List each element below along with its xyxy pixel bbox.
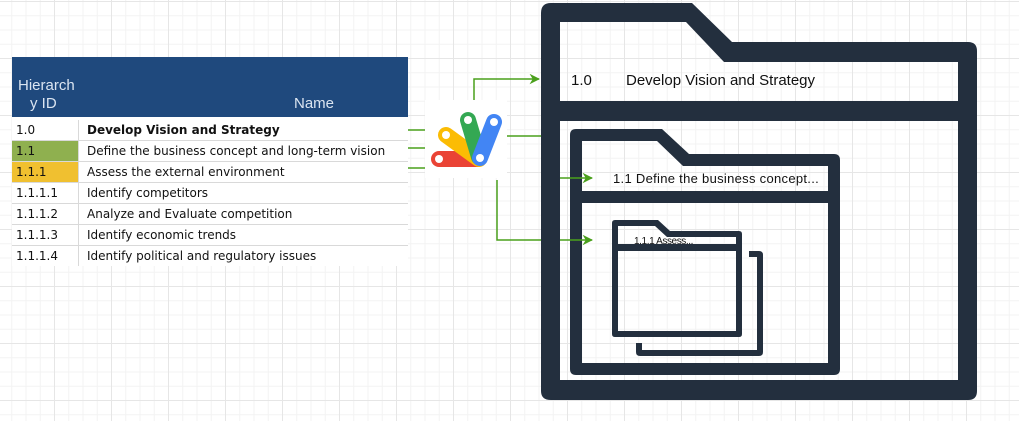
table-row: 1.1.1.1 Identify competitors bbox=[12, 183, 408, 204]
folder-arrows bbox=[473, 73, 594, 246]
row-name: Identify political and regulatory issues bbox=[87, 249, 317, 263]
table-row: 1.1.1.3 Identify economic trends bbox=[12, 225, 408, 246]
outer-folder-title: Develop Vision and Strategy bbox=[626, 72, 816, 89]
row-id: 1.0 bbox=[12, 120, 79, 140]
inner-folder-label: 1.1.1 Assess... bbox=[634, 236, 694, 247]
row-id: 1.1.1.3 bbox=[12, 225, 79, 245]
middle-folder-icon bbox=[570, 129, 840, 375]
row-name: Identify competitors bbox=[87, 186, 209, 200]
header-id-line2: y ID bbox=[30, 95, 57, 112]
middle-folder-label: 1.1 Define the business concept... bbox=[613, 171, 820, 186]
outer-folder-icon bbox=[541, 3, 977, 400]
table-header: Hierarch y ID Name bbox=[12, 57, 408, 117]
table-row: 1.1 Define the business concept and long-… bbox=[12, 141, 408, 162]
arrow-segment-to-inner bbox=[496, 180, 541, 241]
table-row: 1.1.1 Assess the external environment bbox=[12, 162, 408, 183]
stacked-folder-back-icon bbox=[636, 251, 763, 356]
table-row: 1.1.1.2 Analyze and Evaluate competition bbox=[12, 204, 408, 225]
table-connectors bbox=[408, 129, 425, 169]
row-name: Identify economic trends bbox=[87, 228, 237, 242]
row-id: 1.1.1 bbox=[12, 162, 79, 182]
row-id: 1.1.1.4 bbox=[12, 246, 79, 266]
row-id: 1.1.1.2 bbox=[12, 204, 79, 224]
hierarchy-table: Hierarch y ID Name 1.0 Develop Vision and… bbox=[12, 57, 408, 266]
row-name: Develop Vision and Strategy bbox=[87, 123, 280, 137]
row-name: Define the business concept and long-ter… bbox=[87, 144, 386, 158]
arrow-to-outer-folder bbox=[473, 73, 541, 100]
header-name: Name bbox=[294, 95, 335, 112]
row-name: Analyze and Evaluate competition bbox=[87, 207, 293, 221]
row-name: Assess the external environment bbox=[87, 165, 285, 179]
table-row: 1.0 Develop Vision and Strategy bbox=[12, 120, 408, 141]
table-row: 1.1.1.4 Identify political and regulatory… bbox=[12, 246, 408, 266]
outer-folder-id: 1.0 bbox=[571, 72, 592, 89]
inner-folder-icon bbox=[612, 220, 742, 337]
header-hierarchy-id: Hierarch y ID bbox=[18, 77, 88, 113]
header-id-line1: Hierarch bbox=[18, 77, 75, 94]
row-id: 1.1.1.1 bbox=[12, 183, 79, 203]
row-id: 1.1 bbox=[12, 141, 79, 161]
apps-script-logo-icon bbox=[425, 100, 507, 178]
